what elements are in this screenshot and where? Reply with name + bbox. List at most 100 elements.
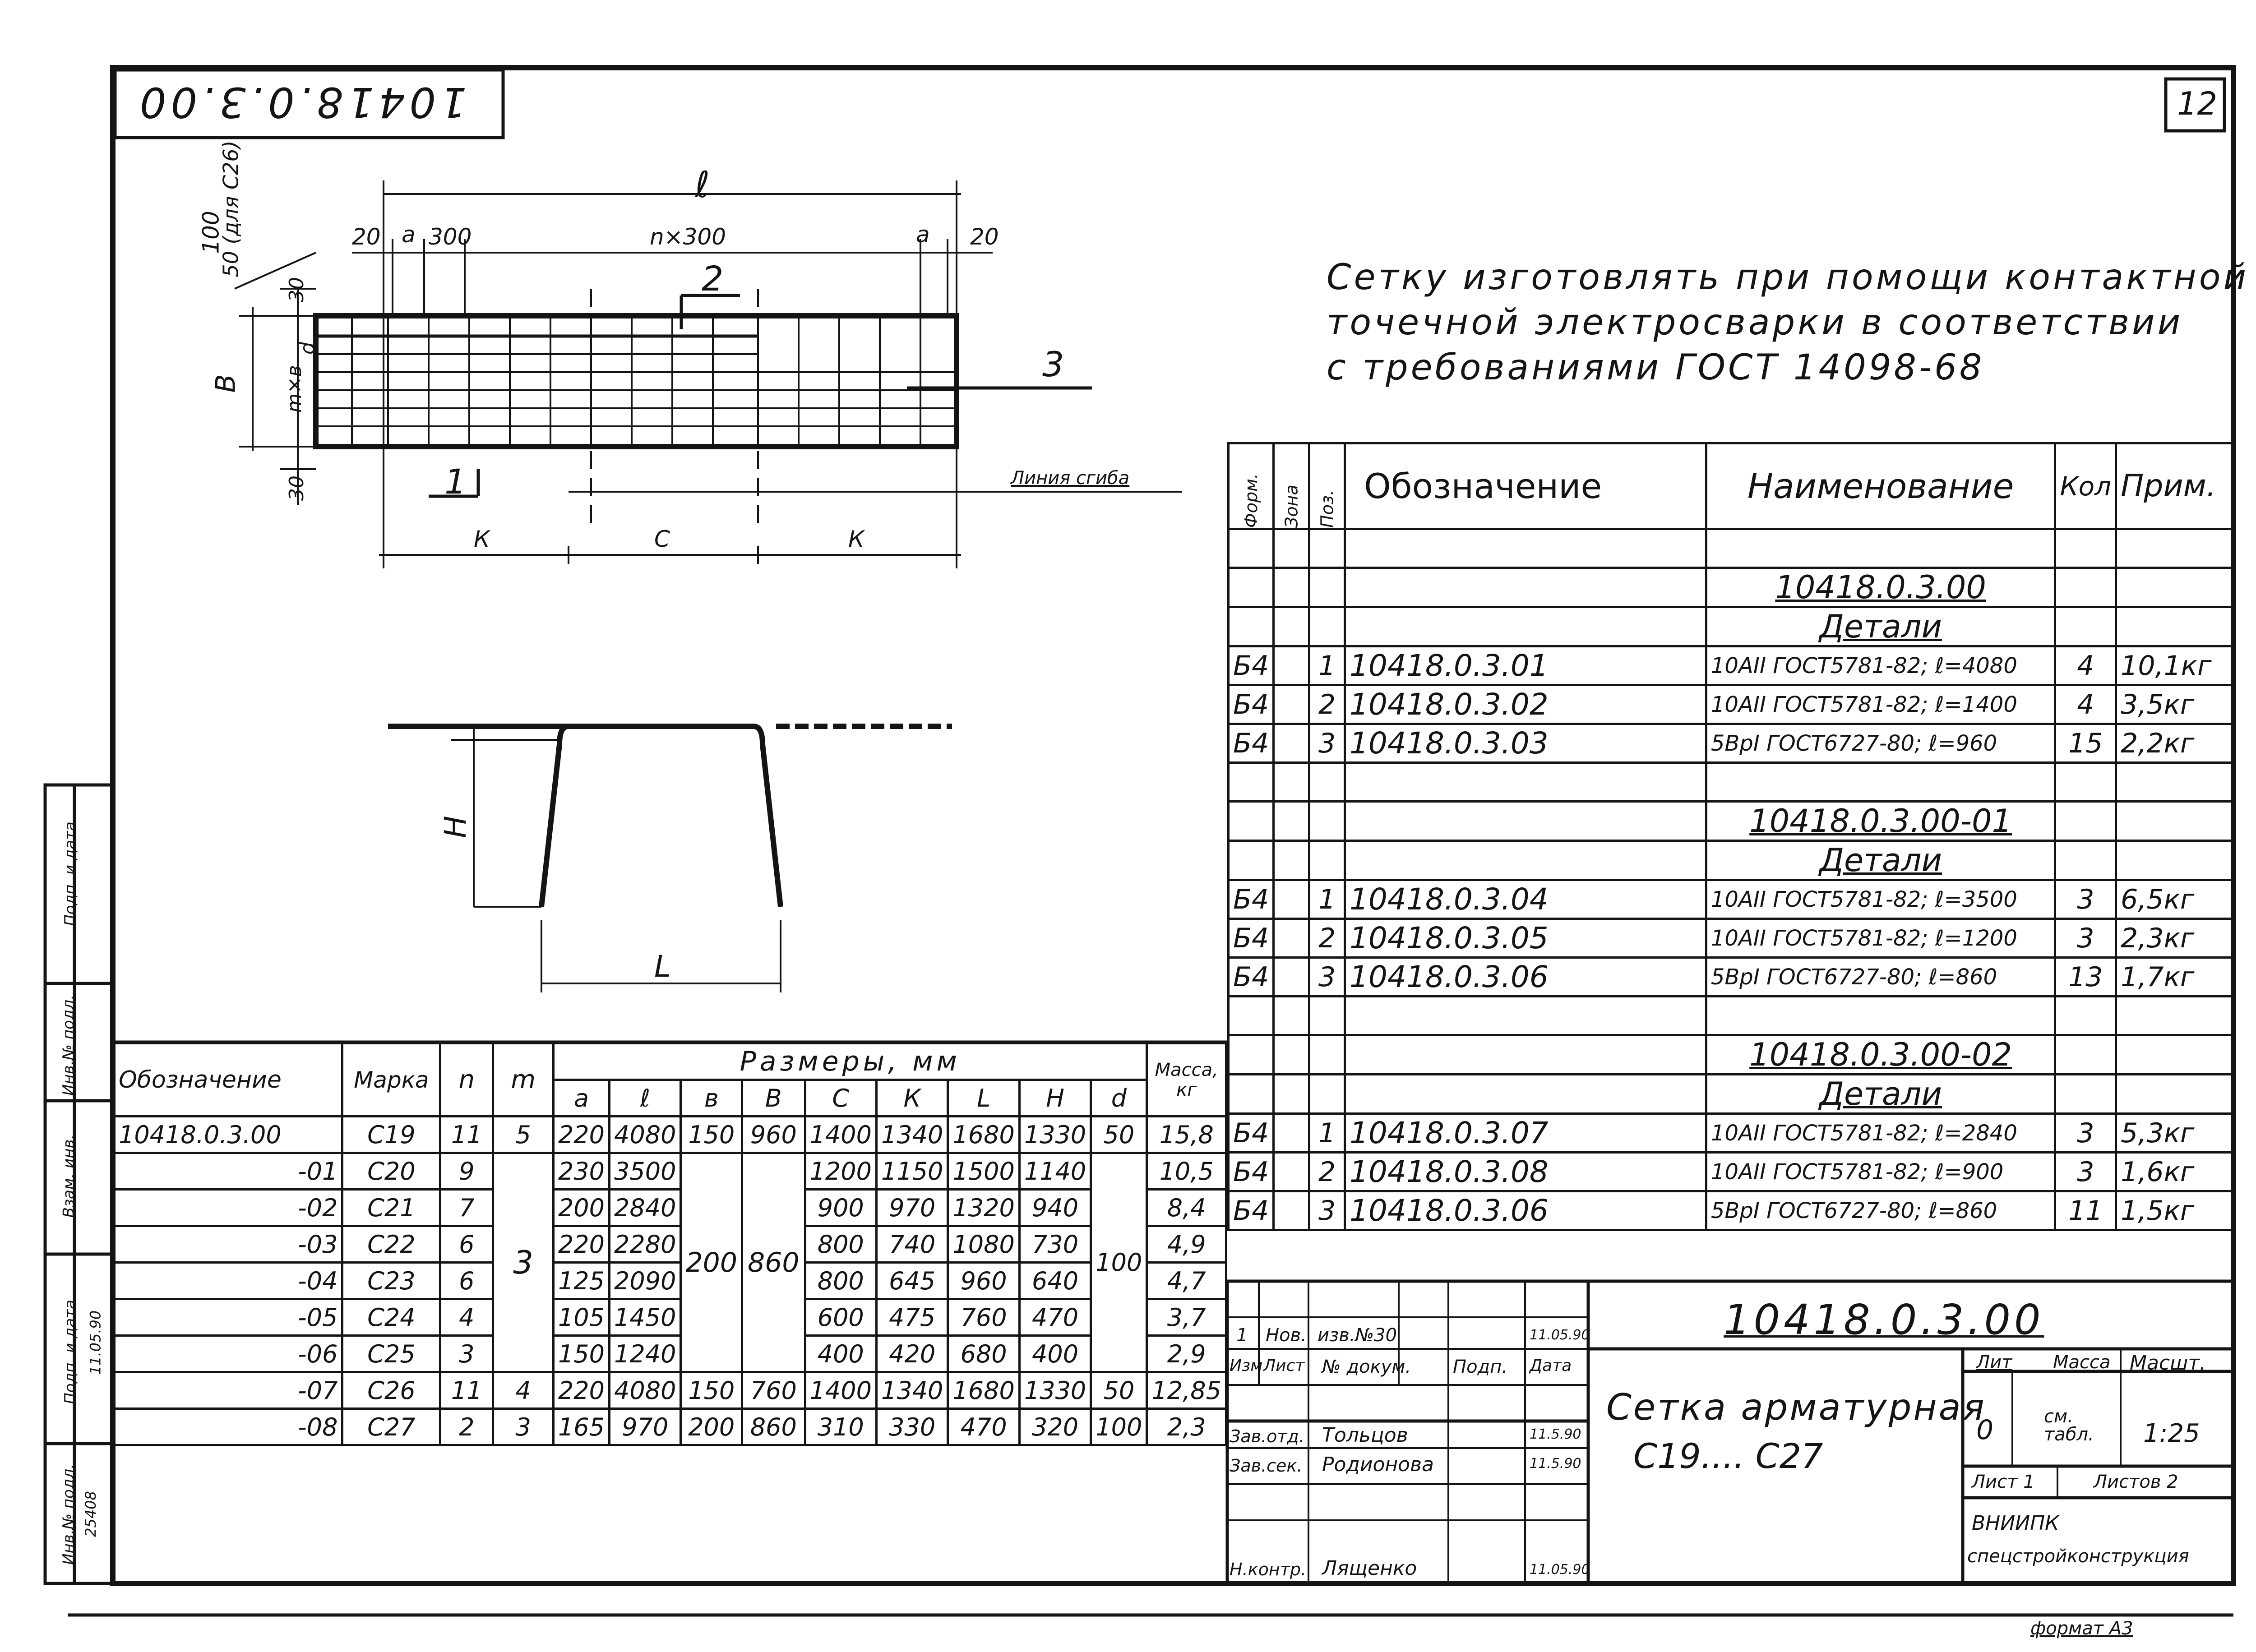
spec-cell-name: 10АII ГОСТ5781-82; ℓ=4080: [1705, 645, 2057, 686]
dims-cell-mark: С19: [341, 1115, 442, 1154]
spec-cell-note: 1,5кг: [2115, 1190, 2233, 1231]
dims-cell-n: 3: [439, 1334, 495, 1373]
spec-cell-format: Б4: [1227, 1151, 1275, 1192]
spec-cell-name: 5ВрI ГОСТ6727-80; ℓ=860: [1705, 1190, 2057, 1231]
tb-h-sign: Подп.: [1453, 1357, 1508, 1377]
dims-cell-B-merged: 860: [741, 1152, 806, 1373]
callout-1: 1: [444, 461, 467, 502]
tb-sheets-label: Листов 2: [2094, 1472, 2178, 1492]
dims-cell-designation: -01: [112, 1152, 344, 1191]
dims-cell-mark: С23: [341, 1261, 442, 1300]
tb-name-2: Родионова: [1322, 1453, 1434, 1476]
tb-h-ndoc: № докум.: [1322, 1357, 1411, 1377]
dims-cell-m: 3: [492, 1407, 555, 1446]
dims-cell-K: 420: [875, 1334, 949, 1373]
spec-cell-designation: 10418.0.3.02: [1343, 684, 1707, 725]
dims-cell-n: 7: [439, 1188, 495, 1227]
spec-cell-pos: 2: [1308, 918, 1346, 959]
margin-label-1: Подп. и дата: [61, 821, 79, 926]
tb-name-1: Тольцов: [1322, 1424, 1408, 1447]
dims-cell-B: 860: [741, 1407, 806, 1446]
dim-section-h: Н: [438, 816, 473, 838]
dims-group-header-row: Обозначение Марка n m Размеры, мм Масса,…: [112, 1042, 1227, 1117]
dims-cell-a: 220: [552, 1225, 611, 1264]
spec-cell-qty: 4: [2054, 645, 2117, 686]
spec-cell-pos: 3: [1308, 956, 1346, 997]
dims-row: -04 С23 6 125 2090 800 645 960 640 4,7: [112, 1261, 1227, 1300]
tb-role-3: Н.контр.: [1230, 1560, 1307, 1579]
dims-cell-b: 200: [680, 1407, 743, 1446]
margin-label-5: Инв.№ подл.: [59, 1464, 78, 1565]
tb-date-3: 11.05.90: [1530, 1562, 1590, 1578]
dims-cell-mass: 8,4: [1146, 1188, 1227, 1227]
dims-row: -03 С22 6 220 2280 800 740 1080 730 4,9: [112, 1225, 1227, 1264]
spec-cell-qty: 15: [2054, 723, 2117, 764]
tb-subtitle: С19.... С27: [1633, 1436, 1823, 1476]
spec-cell-format: Б4: [1227, 684, 1275, 725]
dims-cell-a: 200: [552, 1188, 611, 1227]
spec-cell-designation: 10418.0.3.01: [1343, 645, 1707, 686]
dims-cell-B: 960: [741, 1115, 806, 1154]
dims-cell-mass: 15,8: [1146, 1115, 1227, 1154]
spec-cell-name: 10АII ГОСТ5781-82; ℓ=2840: [1705, 1112, 2057, 1154]
dims-h-C: С: [804, 1079, 878, 1117]
spec-cell-designation: 10418.0.3.06: [1343, 956, 1707, 997]
dim-width-b: В: [210, 374, 242, 393]
spec-cell-pos: 3: [1308, 1190, 1346, 1231]
doc-number-box: [113, 68, 505, 139]
tech-note-line-2: точечной электросварки в соответствии: [1327, 302, 2183, 343]
spec-h-note: Прим.: [2115, 442, 2233, 530]
tb-date-2: 11.5.90: [1530, 1456, 1581, 1472]
spec-h-zone: Зона: [1273, 443, 1309, 529]
dims-cell-a: 230: [552, 1152, 611, 1191]
dims-cell-H: 320: [1018, 1407, 1092, 1446]
dims-cell-K: 740: [875, 1225, 949, 1264]
dim-k-left: К: [474, 526, 490, 552]
spec-cell-qty: 3: [2054, 1112, 2117, 1154]
spec-cell-designation: 10418.0.3.04: [1343, 879, 1707, 920]
bend-line-label: Линия сгиба: [1011, 468, 1130, 489]
tb-h-date: Дата: [1530, 1357, 1572, 1375]
tb-mass-value: см. табл.: [2044, 1406, 2094, 1445]
spec-group-subtitle-row: Детали: [1227, 606, 2233, 647]
dims-h-K: К: [875, 1079, 949, 1117]
spec-group-title-row: 10418.0.3.00-02: [1227, 1034, 2233, 1075]
dims-cell-K: 645: [875, 1261, 949, 1300]
dims-cell-C: 800: [804, 1225, 878, 1264]
specification-table: Форм. Зона Поз. Обозначение Наименование…: [1227, 442, 2233, 1231]
spec-group-1-subtitle: Детали: [1705, 606, 2057, 647]
spec-group-2-subtitle: Детали: [1705, 840, 2057, 881]
dims-cell-K: 475: [875, 1298, 949, 1337]
dim-top-30: 30: [285, 277, 308, 302]
margin-date: 11.05.90: [87, 1310, 104, 1375]
dims-cell-a: 165: [552, 1407, 611, 1446]
dims-cell-l: 2280: [608, 1225, 682, 1264]
spec-cell-name: 10АII ГОСТ5781-82; ℓ=1200: [1705, 918, 2057, 959]
dims-cell-designation: -04: [112, 1261, 344, 1300]
dim-a-left: a: [402, 221, 416, 248]
dims-cell-mass: 3,7: [1146, 1298, 1227, 1337]
dims-cell-C: 1400: [804, 1115, 878, 1154]
dims-cell-H: 1140: [1018, 1152, 1092, 1191]
spec-group-title-row: 10418.0.3.00-01: [1227, 800, 2233, 842]
tb-h-izm: Изм: [1230, 1357, 1263, 1375]
spec-cell-qty: 3: [2054, 1151, 2117, 1192]
dim-pitch: 300: [429, 224, 472, 250]
dims-row: -06 С25 3 150 1240 400 420 680 400 2,9: [112, 1334, 1227, 1373]
margin-label-3: Взам. инв.: [60, 1134, 78, 1218]
tb-change-doc: изв.№30: [1318, 1325, 1397, 1346]
dims-cell-n: 9: [439, 1152, 495, 1191]
tb-mass-label: Масса: [2053, 1352, 2111, 1373]
dims-cell-L: 1680: [947, 1371, 1021, 1410]
spec-group-2-title: 10418.0.3.00-01: [1705, 800, 2057, 842]
mesh-plan-view: [234, 180, 1182, 568]
dims-cell-L: 760: [947, 1298, 1021, 1337]
dims-cell-b: 150: [680, 1115, 743, 1154]
spec-group-3-subtitle: Детали: [1705, 1073, 2057, 1115]
spec-cell-pos: 2: [1308, 1151, 1346, 1192]
tb-role-1: Зав.отд.: [1230, 1426, 1304, 1446]
dims-cell-C: 1200: [804, 1152, 878, 1191]
dims-cell-L: 1500: [947, 1152, 1021, 1191]
dims-cell-mark: С27: [341, 1407, 442, 1446]
